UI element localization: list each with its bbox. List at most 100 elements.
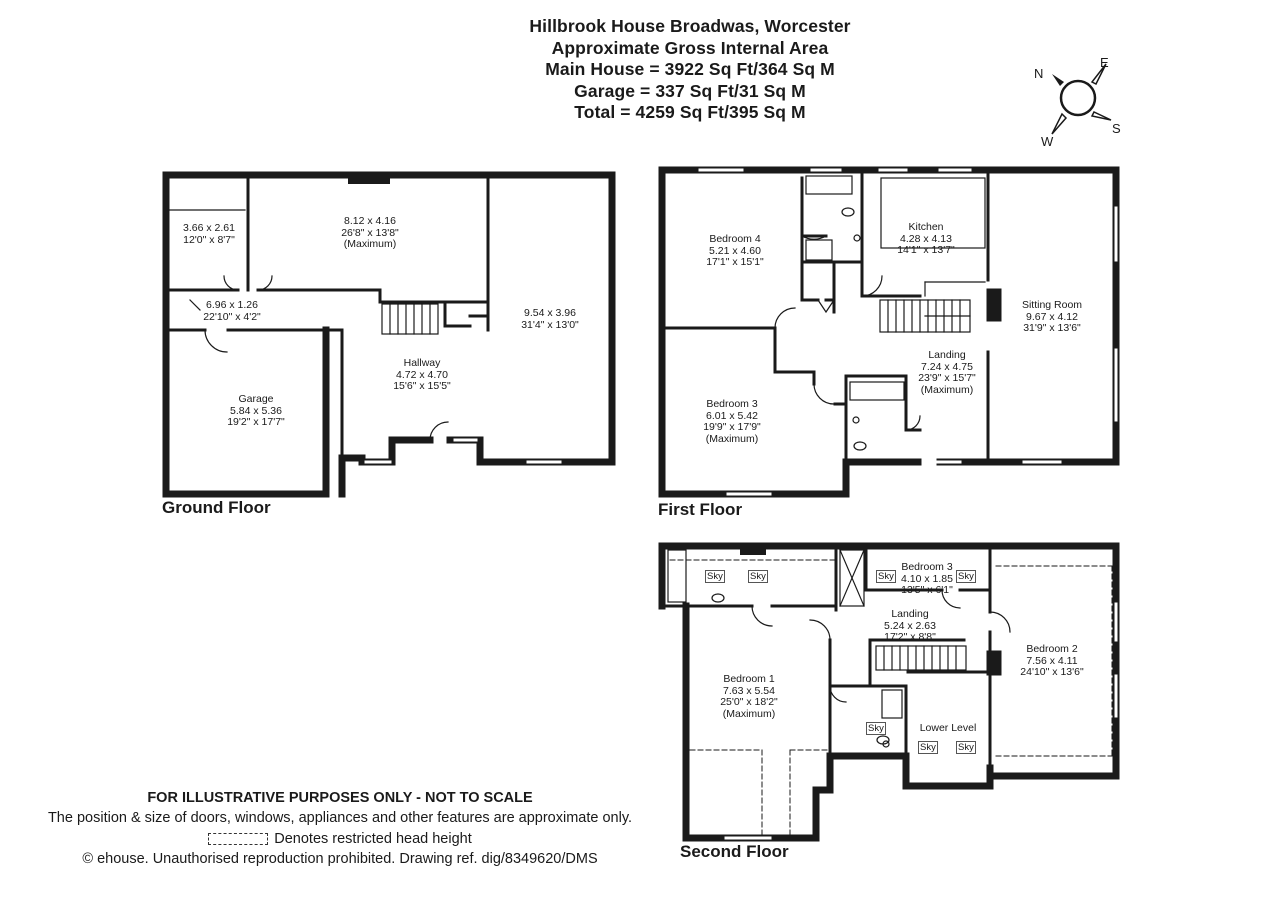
skylight-icon: Sky (956, 570, 976, 583)
sf-bedroom1-label: Bedroom 1 7.63 x 5.54 25'0" x 18'2" (Max… (704, 673, 794, 720)
dashed-box-icon (208, 833, 269, 846)
room-metric: 5.24 x 2.63 (884, 619, 936, 632)
second-floor-doors (751, 589, 1011, 703)
room-imperial: 17'2" x 8'8" (884, 631, 936, 643)
ff-landing-label: Landing 7.24 x 4.75 23'9" x 15'7" (Maxim… (904, 349, 990, 396)
room-name: Kitchen (908, 221, 944, 233)
second-floor-restricted-height (669, 559, 1113, 837)
ground-floor-stairs (169, 209, 439, 335)
room-name: Landing (891, 608, 929, 620)
ground-floor-label: Ground Floor (162, 498, 271, 517)
area-subtitle: Approximate Gross Internal Area (551, 37, 829, 58)
skylight-icon: Sky (866, 722, 886, 735)
room-imperial: 26'8" x 13'8" (341, 226, 399, 239)
garage-area: Garage = 337 Sq Ft/31 Sq M (574, 80, 806, 101)
sf-lower-level-label: Lower Level (910, 722, 986, 735)
room-metric: 3.66 x 2.61 (183, 222, 235, 234)
room-name: Lower Level (919, 722, 977, 734)
room-name: Bedroom 4 (709, 233, 761, 245)
room-metric: 7.24 x 4.75 (921, 360, 973, 373)
ground-floor-internal-walls (166, 176, 490, 460)
first-floor-label: First Floor (658, 500, 743, 519)
first-floor-internal-walls (662, 173, 1002, 464)
sf-landing-label: Landing 5.24 x 2.63 17'2" x 8'8" (870, 608, 950, 644)
property-title: Hillbrook House Broadwas, Worcester (529, 16, 851, 36)
gf-hallway-label: Hallway 4.72 x 4.70 15'6" x 15'5" (372, 357, 472, 393)
first-floor-doors (774, 235, 921, 431)
room-metric: 6.96 x 1.26 (206, 299, 258, 311)
room-name: Hallway (403, 357, 441, 369)
second-floor-label: Second Floor (680, 842, 789, 861)
second-floor-fixtures (667, 549, 903, 748)
gf-dining-room-label: 9.54 x 3.96 31'4" x 13'0" (508, 307, 592, 331)
ff-kitchen-label: Kitchen 4.28 x 4.13 14'1" x 13'7" (884, 221, 968, 257)
room-note: (Maximum) (343, 238, 397, 250)
room-metric: 7.56 x 4.11 (1026, 654, 1078, 667)
skylight-icon: Sky (876, 570, 896, 583)
room-imperial: 19'2" x 17'7" (227, 416, 285, 428)
skylight-icon: Sky (956, 741, 976, 754)
gf-garage-label: Garage 5.84 x 5.36 19'2" x 17'7" (206, 393, 306, 429)
compass-n-label: N (1034, 66, 1044, 81)
second-floor-internal-walls (662, 546, 1002, 778)
room-imperial: 25'0" x 18'2" (720, 696, 778, 708)
main-house-area: Main House = 3922 Sq Ft/364 Sq M (545, 59, 835, 79)
skylight-icon: Sky (748, 570, 768, 583)
first-floor-stairs (879, 299, 971, 333)
room-imperial: 31'9" x 13'6" (1023, 322, 1081, 334)
room-metric: 4.10 x 1.85 (901, 572, 953, 585)
skylight-icon: Sky (918, 741, 938, 754)
room-name: Landing (928, 349, 966, 361)
room-name: Sitting Room (1021, 299, 1083, 311)
room-note: (Maximum) (920, 383, 974, 396)
disclaimer-title: FOR ILLUSTRATIVE PURPOSES ONLY - NOT TO … (147, 790, 533, 806)
sf-bedroom3-label: Bedroom 3 4.10 x 1.85 13'5" x 6'1" (894, 561, 960, 597)
ff-bedroom4-label: Bedroom 4 5.21 x 4.60 17'1" x 15'1" (690, 233, 780, 269)
ff-bedroom3-label: Bedroom 3 6.01 x 5.42 19'9" x 17'9" (Max… (686, 398, 778, 445)
compass-w-label: W (1041, 134, 1054, 149)
room-metric: 4.28 x 4.13 (900, 232, 952, 245)
room-metric: 5.84 x 5.36 (230, 404, 282, 417)
room-metric: 7.63 x 5.54 (723, 684, 775, 697)
room-imperial: 15'6" x 15'5" (393, 380, 451, 392)
room-imperial: 13'5" x 6'1" (901, 584, 953, 596)
room-imperial: 22'10" x 4'2" (203, 310, 261, 323)
restricted-height-legend: Denotes restricted head height (0, 829, 680, 849)
room-metric: 8.12 x 4.16 (344, 215, 396, 227)
gf-reception-room-label: 8.12 x 4.16 26'8" x 13'8" (Maximum) (300, 215, 440, 251)
skylight-icon: Sky (705, 570, 725, 583)
plan-footer: FOR ILLUSTRATIVE PURPOSES ONLY - NOT TO … (0, 788, 680, 869)
room-imperial: 23'9" x 15'7" (918, 372, 976, 384)
room-imperial: 12'0" x 8'7" (183, 233, 235, 246)
room-imperial: 31'4" x 13'0" (521, 318, 579, 331)
total-area: Total = 4259 Sq Ft/395 Sq M (574, 102, 806, 122)
room-name: Bedroom 3 (706, 398, 758, 410)
room-imperial: 19'9" x 17'9" (703, 421, 761, 433)
room-name: Bedroom 1 (723, 673, 775, 685)
room-note: (Maximum) (722, 707, 776, 720)
room-name: Bedroom 3 (901, 561, 953, 573)
compass-icon: N E S W (1028, 52, 1128, 152)
room-metric: 9.54 x 3.96 (524, 307, 576, 319)
gf-store-room-label: 3.66 x 2.61 12'0" x 8'7" (172, 222, 246, 246)
ground-floor-windows (364, 438, 562, 464)
plan-header: Hillbrook House Broadwas, Worcester Appr… (380, 16, 1000, 124)
room-note: (Maximum) (705, 432, 759, 445)
room-name: Bedroom 2 (1026, 643, 1078, 655)
disclaimer-text: The position & size of doors, windows, a… (47, 810, 633, 826)
room-imperial: 17'1" x 15'1" (706, 256, 764, 268)
room-imperial: 14'1" x 13'7" (897, 244, 955, 256)
ff-sitting-room-label: Sitting Room 9.67 x 4.12 31'9" x 13'6" (1006, 299, 1098, 335)
room-metric: 5.21 x 4.60 (709, 244, 761, 257)
sf-bedroom2-label: Bedroom 2 7.56 x 4.11 24'10" x 13'6" (1006, 643, 1098, 679)
legend-text: Denotes restricted head height (274, 831, 472, 847)
copyright-text: © ehouse. Unauthorised reproduction proh… (82, 851, 598, 867)
room-metric: 4.72 x 4.70 (396, 368, 448, 381)
room-metric: 6.01 x 5.42 (706, 409, 758, 422)
first-floor-fixtures (805, 175, 986, 451)
compass-s-label: S (1112, 121, 1121, 136)
second-floor-stairs (875, 645, 967, 671)
room-name: Garage (238, 393, 274, 405)
compass-e-label: E (1100, 55, 1109, 70)
